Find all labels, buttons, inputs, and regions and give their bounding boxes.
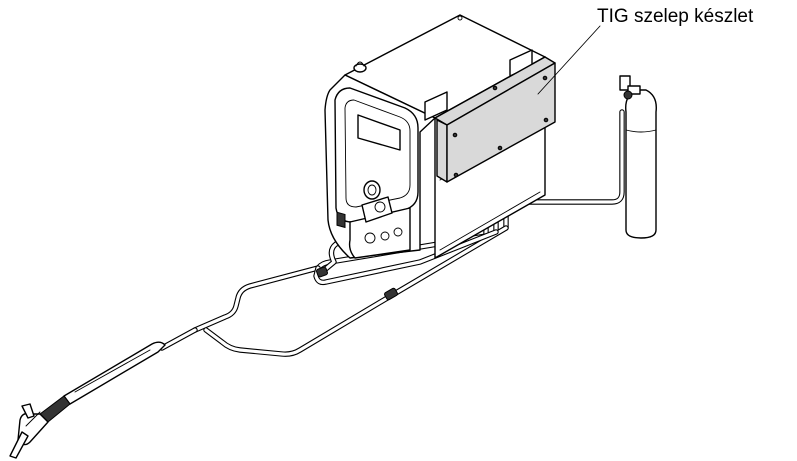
tig-valve-kit-box (424, 49, 556, 183)
tig-torch (9, 327, 198, 459)
callout-leader-line (537, 25, 601, 95)
tig-valve-kit-label: TIG szelep készlet (597, 6, 754, 27)
gas-cylinder (619, 75, 657, 239)
